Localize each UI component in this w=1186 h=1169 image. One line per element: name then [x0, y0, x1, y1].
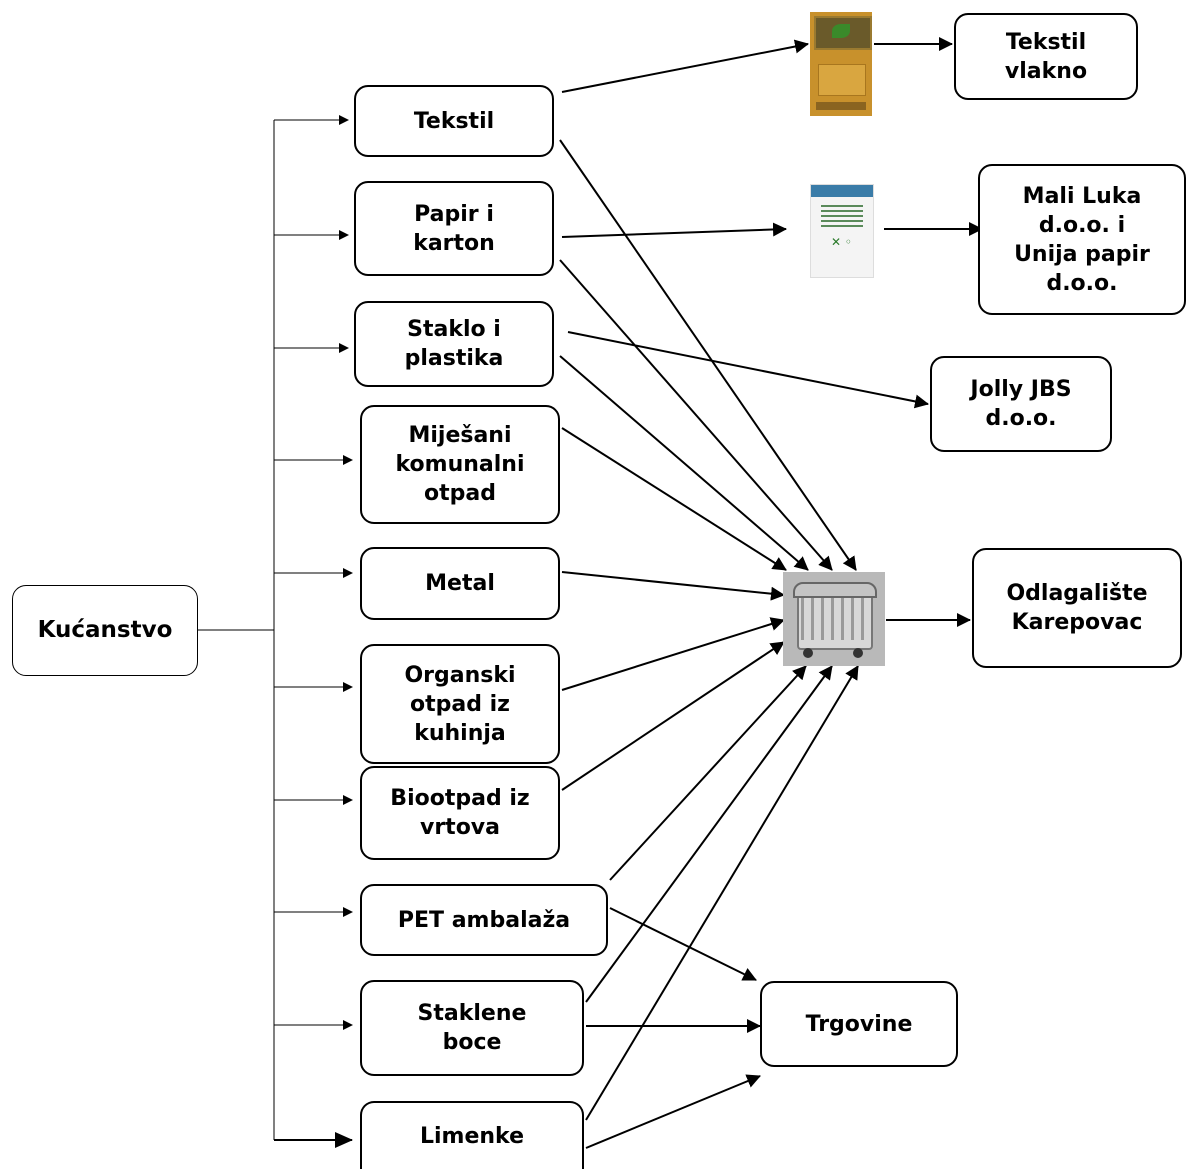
glass-plastic-node: Staklo i plastika — [354, 301, 554, 387]
household-node: Kućanstvo — [12, 585, 198, 676]
pet-packaging-node: PET ambalaža — [360, 884, 608, 956]
paper-container-icon: ✕ ◦ — [810, 184, 874, 278]
cans-node: Limenke — [360, 1101, 584, 1169]
mali-luka-node: Mali Luka d.o.o. i Unija papir d.o.o. — [978, 164, 1186, 315]
textile-node: Tekstil — [354, 85, 554, 157]
landfill-node: Odlagalište Karepovac — [972, 548, 1182, 668]
mixed-waste-node: Miješani komunalni otpad — [360, 405, 560, 524]
organic-waste-node: Organski otpad iz kuhinja — [360, 644, 560, 764]
household-branches — [198, 115, 353, 1148]
jolly-jbs-node: Jolly JBS d.o.o. — [930, 356, 1112, 452]
glass-bottles-node: Staklene boce — [360, 980, 584, 1076]
textile-container-icon — [810, 12, 872, 116]
shops-node: Trgovine — [760, 981, 958, 1067]
textile-fiber-node: Tekstil vlakno — [954, 13, 1138, 100]
waste-bin-icon — [783, 572, 885, 666]
flow-arrows — [559, 37, 983, 1149]
metal-node: Metal — [360, 547, 560, 620]
paper-node: Papir i karton — [354, 181, 554, 276]
garden-waste-node: Biootpad iz vrtova — [360, 766, 560, 860]
